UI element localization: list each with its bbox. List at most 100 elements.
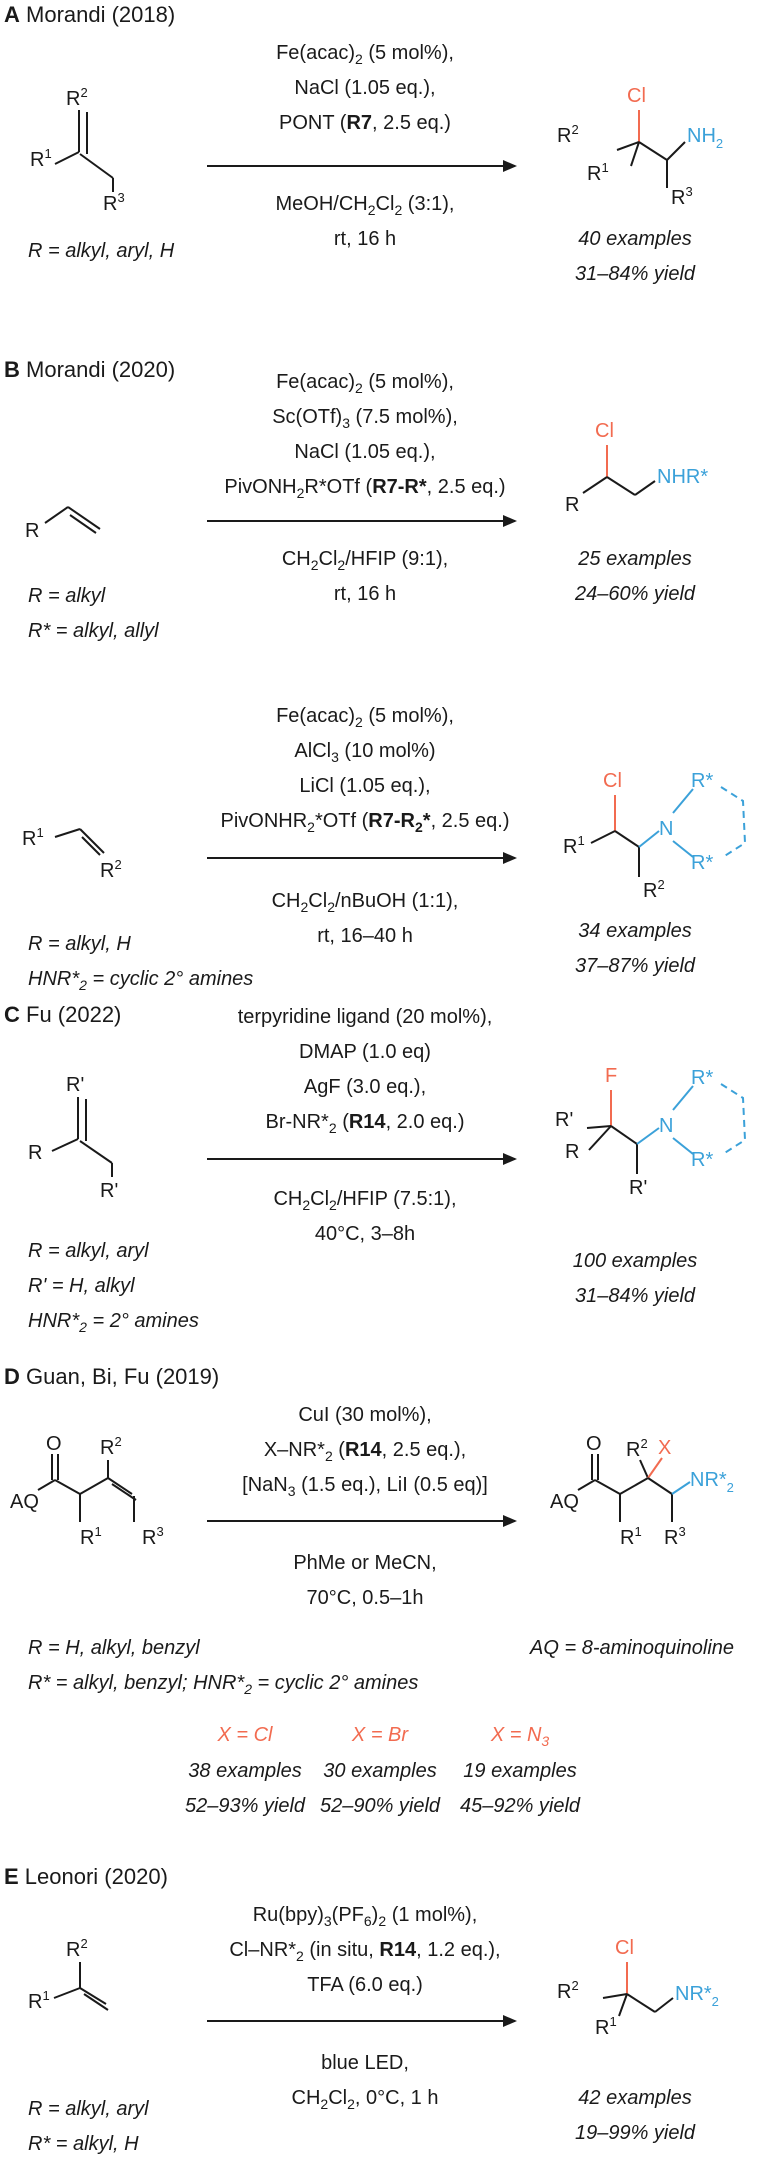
panel-d-cond4: PhMe or MeCN,: [293, 1552, 437, 1574]
r1-label: R1: [563, 833, 585, 858]
panel-d-ex-n3: 19 examples: [463, 1760, 577, 1782]
panel-a-product: Cl R2 R1 R3 NH2: [557, 85, 723, 209]
nitrogen-label: N: [659, 1115, 673, 1137]
panel-c-substrate: R' R R': [28, 1074, 118, 1202]
panel-d-cond5: 70°C, 0.5–1h: [306, 1587, 424, 1609]
r2-label: R2: [557, 122, 579, 147]
r1-label: R1: [30, 146, 52, 171]
panel-a-arrow: [207, 160, 517, 172]
r2-label: R2: [100, 857, 122, 882]
panel-b-product-1: Cl R NHR*: [565, 420, 708, 516]
oxygen-label: O: [586, 1433, 602, 1455]
r2-label: R2: [66, 85, 88, 110]
panel-c-scope-1: R = alkyl, aryl: [28, 1240, 149, 1262]
panel-c-cond2: DMAP (1.0 eq): [299, 1041, 431, 1063]
rprime-label-top: R': [66, 1074, 84, 1096]
amine-label: NR*2: [690, 1469, 734, 1495]
panel-b-r1-cond5: CH2Cl2/HFIP (9:1),: [281, 548, 449, 573]
panel-d-cond3: [NaN3 (1.5 eq.), LiI (0.5 eq)]: [242, 1474, 488, 1499]
panel-b-r1-cond2: Sc(OTf)3 (7.5 mol%),: [272, 406, 458, 431]
panel-b-letter: B: [4, 357, 20, 382]
panel-b-substrate-1: R: [25, 506, 101, 542]
panel-c-examples: 100 examples: [572, 1250, 698, 1272]
panel-b: B Morandi (2020) R R = alkyl R* = alkyl,…: [0, 355, 768, 992]
chloro-label: Cl: [595, 420, 614, 442]
aq-label: AQ: [550, 1491, 579, 1513]
panel-b-author: Morandi (2020): [19, 357, 176, 382]
nitrogen-label: N: [659, 818, 673, 840]
panel-c: C Fu (2022) R' R R' R = alkyl, aryl R' =…: [0, 1000, 768, 1340]
r1-label: R1: [620, 1524, 642, 1549]
panel-d-yield-n3: 45–92% yield: [459, 1795, 581, 1817]
panel-b-r2-cond1: Fe(acac)2 (5 mol%),: [276, 705, 454, 730]
panel-b-arrow-1: [207, 515, 517, 527]
amine-label: NR*2: [675, 1983, 719, 2009]
panel-c-cond1: terpyridine ligand (20 mol%),: [237, 1006, 493, 1028]
chloro-label: Cl: [627, 85, 646, 107]
panel-a-cond2: NaCl (1.05 eq.),: [294, 77, 436, 99]
chloro-label: Cl: [603, 770, 622, 792]
panel-b-r2-cond4: PivONHR2*OTf (R7-R2*, 2.5 eq.): [220, 810, 510, 835]
r3-label: R3: [103, 190, 125, 215]
panel-d-x-br: X = Br: [351, 1724, 409, 1746]
panel-a-examples: 40 examples: [578, 228, 692, 250]
panel-d-cond2: X–NR*2 (R14, 2.5 eq.),: [263, 1439, 467, 1464]
panel-e-examples: 42 examples: [578, 2087, 692, 2109]
panel-d-substrate: O AQ R2 R1 R3: [10, 1433, 164, 1549]
r2-label: R2: [66, 1936, 88, 1961]
panel-e-product: Cl R2 R1 NR*2: [557, 1937, 719, 2039]
panel-d-scope-1: R = H, alkyl, benzyl: [28, 1637, 200, 1659]
panel-d-product: O AQ R2 X R1 R3 NR*2: [550, 1433, 734, 1549]
panel-c-cond4: Br-NR*2 (R14, 2.0 eq.): [265, 1111, 465, 1136]
panel-b-r1-cond1: Fe(acac)2 (5 mol%),: [276, 371, 454, 396]
panel-b-r1-cond3: NaCl (1.05 eq.),: [294, 441, 436, 463]
r3-label: R3: [671, 184, 693, 209]
panel-a-substrate: R2 R1 R3: [30, 85, 125, 215]
panel-d-scope-2: R* = alkyl, benzyl; HNR*2 = cyclic 2° am…: [28, 1672, 419, 1697]
panel-a-scope: R = alkyl, aryl, H: [28, 240, 175, 262]
panel-c-letter: C: [4, 1002, 20, 1027]
panel-e: E Leonori (2020) R2 R1 R = alkyl, aryl R…: [0, 1862, 768, 2180]
r2-label: R2: [626, 1436, 648, 1461]
panel-c-cond3: AgF (3.0 eq.),: [303, 1076, 427, 1098]
panel-e-yield: 19–99% yield: [574, 2122, 696, 2144]
panel-b-yield-1: 24–60% yield: [574, 583, 696, 605]
panel-c-cond5: CH2Cl2/HFIP (7.5:1),: [273, 1188, 457, 1213]
panel-b-yield-2: 37–87% yield: [574, 955, 696, 977]
panel-b-substrate-2: R1 R2: [22, 825, 122, 882]
panel-a-cond3: PONT (R7, 2.5 eq.): [279, 112, 451, 134]
panel-b-r2-cond2: AlCl3 (10 mol%): [294, 740, 436, 765]
panel-e-cond1: Ru(bpy)3(PF6)2 (1 mol%),: [252, 1904, 478, 1929]
panel-d-letter: D: [4, 1364, 20, 1389]
panel-e-substrate: R2 R1: [28, 1936, 109, 2013]
panel-d-ex-br: 30 examples: [323, 1760, 437, 1782]
panel-e-author: Leonori (2020): [18, 1864, 168, 1889]
panel-c-scope-2: R' = H, alkyl: [28, 1275, 135, 1297]
panel-b-scope-2a: R = alkyl, H: [28, 933, 131, 955]
panel-a-letter: A: [4, 2, 20, 27]
panel-a-cond4: MeOH/CH2Cl2 (3:1),: [275, 193, 455, 218]
panel-b-r1-cond6: rt, 16 h: [333, 583, 397, 605]
r3-label: R3: [142, 1524, 164, 1549]
r-label: R: [25, 520, 39, 542]
panel-d-x-cl: X = Cl: [217, 1724, 273, 1746]
rstar-label-bottom: R*: [691, 852, 713, 874]
r-label: R: [565, 1141, 579, 1163]
fluoro-label: F: [605, 1065, 617, 1087]
panel-e-cond2: Cl–NR*2 (in situ, R14, 1.2 eq.),: [229, 1939, 501, 1964]
panel-b-r1-cond4: PivONH2R*OTf (R7-R*, 2.5 eq.): [224, 476, 506, 501]
rstar-label-top: R*: [691, 1067, 713, 1089]
panel-e-cond3: TFA (6.0 eq.): [307, 1974, 423, 1996]
panel-b-arrow-2: [207, 852, 517, 864]
rstar-label-top: R*: [691, 770, 713, 792]
r3-label: R3: [664, 1524, 686, 1549]
panel-d-x-n3: X = N3: [490, 1724, 550, 1749]
panel-d-author: Guan, Bi, Fu (2019): [19, 1364, 220, 1389]
r1-label: R1: [28, 1988, 50, 2013]
r2-label: R2: [643, 877, 665, 902]
panel-b-r2-cond3: LiCl (1.05 eq.),: [299, 775, 431, 797]
panel-d-yield-br: 52–90% yield: [319, 1795, 441, 1817]
panel-c-author: Fu (2022): [19, 1002, 122, 1027]
rprime-label-left: R': [555, 1109, 573, 1131]
panel-d-yield-cl: 52–93% yield: [184, 1795, 306, 1817]
